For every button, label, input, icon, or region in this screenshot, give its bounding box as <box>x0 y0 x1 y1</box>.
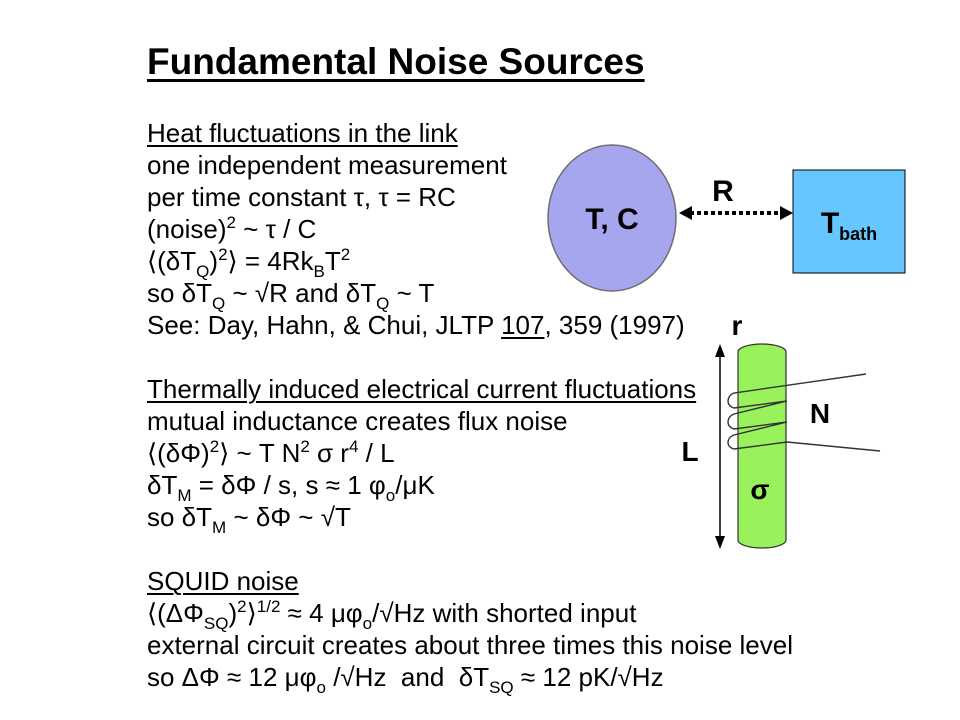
superscript: 2 <box>209 437 220 456</box>
text-segment: = δΦ / s, s ≈ 1 φ <box>191 470 386 500</box>
blank-line <box>147 341 807 373</box>
current-line-flux-noise: mutual inductance creates flux noise <box>147 405 807 437</box>
current-line-proportionality: so δTM ~ δΦ ~ √T <box>147 501 807 536</box>
text-segment: ⟩ ~ T N <box>219 438 301 468</box>
squid-noise-heading: SQUID noise <box>147 566 299 596</box>
squid-line-summary: so ΔΦ ≈ 12 μφo /√Hz and δTSQ ≈ 12 pK/√Hz <box>147 661 807 696</box>
heat-line-variance: ⟨(δTQ)2⟩ = 4RkBT2 <box>147 245 807 280</box>
heat-line-time-constant: per time constant τ, τ = RC <box>147 181 807 213</box>
text-segment: one independent measurement <box>147 150 507 180</box>
turns-label: N <box>810 398 830 429</box>
subscript: o <box>385 486 396 505</box>
text-segment: external circuit creates about three tim… <box>147 630 793 660</box>
text-segment: mutual inductance creates flux noise <box>147 406 568 436</box>
superscript: 2 <box>300 437 310 456</box>
slide-body: Heat fluctuations in the link one indepe… <box>147 117 807 696</box>
heat-bath-box <box>792 169 906 274</box>
heat-bath-symbol: T <box>821 207 839 240</box>
text-segment: so δT <box>147 278 213 308</box>
text-segment: ⟨(ΔΦ <box>147 598 204 628</box>
subscript: SQ <box>203 614 229 633</box>
text-segment: ⟨(δT <box>147 246 197 276</box>
text-segment: ) <box>228 598 238 628</box>
subscript: M <box>212 518 227 537</box>
heat-bath-label: Tbath <box>821 207 877 244</box>
blank-line <box>147 533 807 565</box>
text-segment: σ r <box>309 438 349 468</box>
text-segment: per time constant τ, τ = RC <box>147 182 456 212</box>
text-segment: ⟨(δΦ) <box>147 438 210 468</box>
superscript: 1/2 <box>256 597 281 616</box>
heat-line-noise-scaling: (noise)2 ~ τ / C <box>147 213 807 245</box>
heat-line-reference: See: Day, Hahn, & Chui, JLTP 107, 359 (1… <box>147 309 807 341</box>
text-segment: ) <box>209 246 219 276</box>
superscript: 2 <box>218 245 228 264</box>
text-segment: ~ δΦ ~ √T <box>226 502 351 532</box>
subscript: SQ <box>489 678 514 697</box>
current-line-sensitivity: δTM = δΦ / s, s ≈ 1 φo/μK <box>147 469 807 504</box>
text-segment: /√Hz and δT <box>325 662 490 692</box>
text-segment: /√Hz with shorted input <box>372 598 637 628</box>
text-segment: ≈ 12 pK/√Hz <box>513 662 664 692</box>
heat-bath-subscript: bath <box>839 224 877 244</box>
squid-line-intrinsic-noise: ⟨(ΔΦSQ)2⟩1/2 ≈ 4 μφo/√Hz with shorted in… <box>147 597 807 632</box>
heat-line-proportionality: so δTQ ~ √R and δTQ ~ T <box>147 277 807 312</box>
subscript: Q <box>196 262 210 281</box>
text-segment: /μK <box>395 470 435 500</box>
superscript: 2 <box>340 245 351 264</box>
current-line-flux-variance: ⟨(δΦ)2⟩ ~ T N2 σ r4 / L <box>147 437 807 469</box>
text-segment: T <box>324 246 341 276</box>
subscript: Q <box>212 294 226 313</box>
text-segment: ≈ 4 μφ <box>280 598 363 628</box>
slide-title: Fundamental Noise Sources <box>147 41 645 82</box>
text-segment: so ΔΦ ≈ 12 μφ <box>147 662 317 692</box>
superscript: 4 <box>348 437 359 456</box>
heat-line-measurement: one independent measurement <box>147 149 807 181</box>
subscript: M <box>177 486 192 505</box>
superscript: 2 <box>226 213 236 232</box>
text-segment: ⟩ <box>246 598 257 628</box>
text-segment: / L <box>358 438 395 468</box>
subscript: Q <box>376 294 390 313</box>
squid-line-external-circuit: external circuit creates about three tim… <box>147 629 807 661</box>
text-segment: See: Day, Hahn, & Chui, JLTP <box>147 310 502 340</box>
text-segment: (noise) <box>147 214 227 244</box>
text-segment: ⟩ = 4Rk <box>227 246 314 276</box>
reference-volume: 107 <box>501 310 545 340</box>
subscript: o <box>316 678 326 697</box>
text-segment: , 359 (1997) <box>544 310 685 340</box>
subscript: o <box>362 614 373 633</box>
text-segment: so δT <box>147 502 213 532</box>
heat-fluctuations-heading: Heat fluctuations in the link <box>147 118 458 148</box>
superscript: 2 <box>237 597 247 616</box>
text-segment: ~ √R and δT <box>225 278 377 308</box>
text-segment: δT <box>147 470 178 500</box>
subscript: B <box>313 262 325 281</box>
current-fluctuations-heading: Thermally induced electrical current flu… <box>147 374 697 404</box>
text-segment: ~ τ / C <box>235 214 317 244</box>
text-segment: ~ T <box>389 278 435 308</box>
